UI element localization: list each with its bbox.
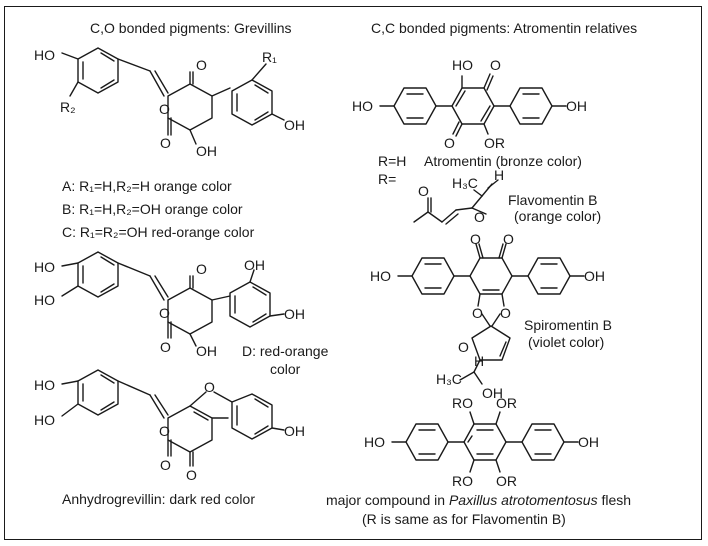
grevillin-abc-ho-label: HO — [34, 47, 55, 63]
grevillin-abc-r2-label: R₂ — [60, 99, 76, 115]
grevillin-d-oh-label: OH — [196, 343, 217, 359]
spiromentin-top-o-label-1: O — [470, 231, 481, 247]
spiromentin-core-ring — [469, 257, 513, 295]
anhydro-keto-o-label-1: O — [160, 457, 171, 473]
major-caption-2: (R is same as for Flavomentin B) — [362, 511, 566, 527]
atromentin-or-label: OR — [484, 135, 505, 151]
major-bottom-or-label: OR — [496, 473, 517, 489]
grevillin-abc-r1-label: R₁ — [262, 49, 277, 65]
grevillin-d-structure — [61, 251, 285, 347]
atromentin-bottom-o-label: O — [444, 135, 455, 151]
atromentin-oh-label: OH — [566, 98, 587, 114]
atromentin-structure — [379, 73, 567, 137]
grevillin-abc-oh-label: OH — [196, 143, 217, 159]
grevillin-caption-a: A: R₁=H,R₂=H orange color — [62, 178, 232, 194]
grevillin-abc-ring-o-label: O — [159, 101, 170, 117]
anhydro-pyranone-ring — [167, 405, 213, 453]
major-top-or-label: OR — [496, 395, 517, 411]
flavomentin-h-label: H — [494, 167, 504, 183]
flavomentin-h3c-label: H₃C — [452, 175, 478, 191]
grevillin-abc-catechol-ring — [77, 47, 119, 94]
major-caption-1: major compound in Paxillus atrotomentosu… — [326, 492, 631, 508]
grevillin-d-ortho-oh-label: OH — [244, 257, 265, 273]
flavomentin-ring-o-label: O — [474, 209, 485, 225]
spiromentin-top-o-label-2: O — [503, 231, 514, 247]
figure-frame — [4, 6, 702, 540]
grevillin-d-resorcinol-ring — [229, 281, 271, 328]
spiromentin-ketal-o-label-1: O — [472, 305, 483, 321]
spiromentin-ho-label: HO — [370, 268, 391, 284]
grevillin-abc-phenol-oh-label: OH — [284, 117, 305, 133]
atromentin-caption: Atromentin (bronze color) — [424, 153, 582, 169]
anhydro-keto-o-label-2: O — [186, 467, 197, 483]
grevillin-d-para-oh-label: OH — [284, 306, 305, 322]
anhydro-ho-label-1: HO — [34, 377, 55, 393]
spiromentin-oh-substituent-label: OH — [482, 385, 503, 401]
grevillin-d-lactone-o-label: O — [160, 339, 171, 355]
grevillin-abc-lactone-ring — [167, 83, 213, 131]
grevillin-abc-lactone-o-label: O — [160, 135, 171, 151]
grevillin-d-catechol-ring — [77, 251, 119, 298]
grevillin-abc-structure — [61, 47, 285, 145]
major-bottom-ro-label: RO — [452, 473, 473, 489]
major-ho-label: HO — [364, 434, 385, 450]
spiromentin-caption-2: (violet color) — [528, 334, 604, 350]
grevillin-d-lactone-ring — [167, 287, 213, 335]
right-heading: C,C bonded pigments: Atromentin relative… — [371, 20, 637, 36]
atromentin-top-ho-label: HO — [452, 57, 473, 73]
flavomentin-caption-1: Flavomentin B — [508, 192, 597, 208]
atromentin-ho-label: HO — [352, 98, 373, 114]
spiromentin-ring-o-label: O — [458, 339, 469, 355]
spiromentin-caption-1: Spiromentin B — [524, 317, 612, 333]
grevillin-d-keto-o-label: O — [196, 261, 207, 277]
grevillin-caption-b: B: R₁=H,R₂=OH orange color — [62, 201, 243, 217]
atromentin-r-h-label: R=H — [378, 153, 406, 169]
anhydro-catechol-ring — [77, 369, 119, 416]
grevillin-abc-keto-o-label: O — [196, 57, 207, 73]
spiromentin-h3c-label: H₃C — [436, 371, 462, 387]
grevillin-d-caption-1: D: red-orange — [242, 343, 329, 359]
anhydro-ring-o-label: O — [159, 423, 170, 439]
major-oh-label: OH — [578, 434, 599, 450]
flavomentin-o-label: O — [418, 183, 429, 199]
grevillin-abc-phenol-ring — [231, 79, 273, 126]
spiromentin-h-label: H — [474, 353, 484, 369]
anhydro-benzofuran-ring — [231, 393, 273, 440]
spiromentin-oh-label: OH — [584, 268, 605, 284]
flavomentin-r-group — [413, 179, 499, 225]
grevillin-d-ho-label-1: HO — [34, 259, 55, 275]
anhydrogrevillin-structure — [61, 369, 285, 467]
atromentin-quinone-ring — [451, 87, 495, 125]
atromentin-top-o-label: O — [490, 57, 501, 73]
grevillin-d-ring-o-label: O — [159, 305, 170, 321]
anhydro-ho-label-2: HO — [34, 412, 55, 428]
major-compound-structure — [391, 411, 579, 473]
spiromentin-ketal-o-label-2: O — [500, 305, 511, 321]
flavomentin-r-label: R= — [378, 171, 396, 187]
anhydro-oh-label: OH — [284, 423, 305, 439]
grevillin-d-caption-2: color — [270, 361, 301, 377]
spiromentin-structure — [397, 243, 585, 385]
anhydro-furan-o-label: O — [204, 379, 215, 395]
flavomentin-caption-2: (orange color) — [514, 208, 601, 224]
left-heading: C,O bonded pigments: Grevillins — [90, 20, 292, 36]
spiromentin-spiro-ring — [471, 325, 511, 361]
grevillin-caption-c: C: R₁=R₂=OH red-orange color — [62, 224, 255, 240]
grevillin-d-ho-label-2: HO — [34, 292, 55, 308]
anhydro-caption: Anhydrogrevillin: dark red color — [62, 491, 255, 507]
major-top-ro-label: RO — [452, 395, 473, 411]
